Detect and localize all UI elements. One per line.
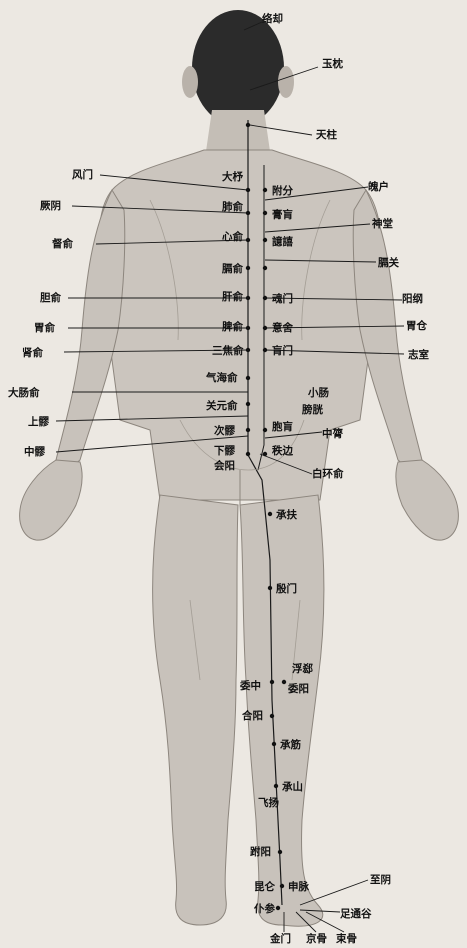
label-ciliao: 次髎 [214, 424, 235, 437]
label-huangmen: 肓门 [272, 344, 293, 357]
label-ganshu: 肝俞 [222, 290, 243, 303]
label-yanggang: 阳纲 [402, 292, 423, 305]
label-zhiyin: 至阴 [370, 874, 391, 886]
label-feiyang: 飞扬 [258, 796, 279, 809]
label-xialiao: 下髎 [214, 445, 235, 457]
label-kunlun: 昆仑 [254, 880, 275, 893]
label-yuzhen: 玉枕 [322, 57, 343, 70]
label-feishu: 肺俞 [222, 200, 243, 213]
label-hunmen: 魂门 [272, 292, 293, 305]
label-weishu: 胃俞 [34, 321, 55, 334]
label-tianzhu: 天柱 [316, 128, 337, 141]
label-fuxi: 浮郄 [292, 662, 313, 675]
label-xinshu: 心俞 [222, 230, 243, 243]
label-dachangshu: 大肠俞 [8, 386, 40, 399]
label-yishe: 意舍 [272, 321, 293, 334]
label-dushu: 督俞 [52, 237, 73, 250]
label-gaohuang: 膏肓 [272, 208, 293, 221]
label-pucan: 仆参 [254, 902, 275, 915]
label-zutonggu: 足通谷 [340, 907, 372, 920]
label-qihaishu: 气海俞 [205, 371, 238, 384]
label-xiaochang: 小肠 [307, 386, 329, 399]
label-jinggu: 京骨 [306, 932, 327, 945]
label-zhibian: 秩边 [272, 444, 293, 457]
label-guanyuanshu: 关元俞 [206, 399, 238, 412]
label-baihuanshu: 白环俞 [312, 467, 344, 480]
label-dazhu: 大杼 [222, 170, 243, 183]
label-sanjiaoshu: 三焦俞 [212, 344, 244, 357]
label-shentang: 神堂 [372, 217, 393, 230]
label-baohuang: 胞肓 [271, 420, 293, 433]
label-heyang: 合阳 [241, 709, 263, 722]
head [192, 10, 284, 126]
label-fufen: 附分 [272, 184, 293, 197]
label-weiyang: 委阳 [287, 682, 309, 695]
label-danshu: 胆俞 [40, 291, 61, 304]
label-pishu: 脾俞 [222, 320, 243, 333]
label-weizhong: 委中 [239, 679, 261, 692]
label-chengshan: 承山 [282, 780, 303, 793]
label-fuyang: 跗阳 [250, 845, 271, 858]
label-shugu: 束骨 [336, 932, 357, 945]
label-chengjin: 承筋 [280, 738, 301, 751]
label-zhonglushu: 中膂 [322, 427, 343, 440]
label-weicang: 胃仓 [406, 319, 427, 332]
label-yixi: 譩譆 [272, 235, 293, 248]
label-shenshu: 肾俞 [22, 346, 43, 359]
label-geguan: 膈关 [377, 256, 399, 269]
label-jinmen: 金门 [269, 932, 291, 945]
label-zhongliao: 中髎 [24, 445, 45, 458]
label-zhishi: 志室 [408, 348, 429, 361]
label-shenmai: 申脉 [288, 880, 309, 893]
label-pohu: 魄户 [368, 180, 389, 193]
label-yinmen: 殷门 [276, 582, 297, 595]
label-shangliao: 上髎 [28, 415, 49, 428]
label-luoque: 络却 [262, 12, 283, 25]
label-huiyang: 会阳 [214, 459, 235, 472]
label-fengmen: 风门 [72, 168, 93, 181]
label-chengfu: 承扶 [276, 508, 297, 521]
label-jueyin: 厥阴 [40, 200, 61, 212]
label-pangguang: 膀胱 [301, 403, 323, 416]
label-geshu: 膈俞 [221, 262, 243, 275]
